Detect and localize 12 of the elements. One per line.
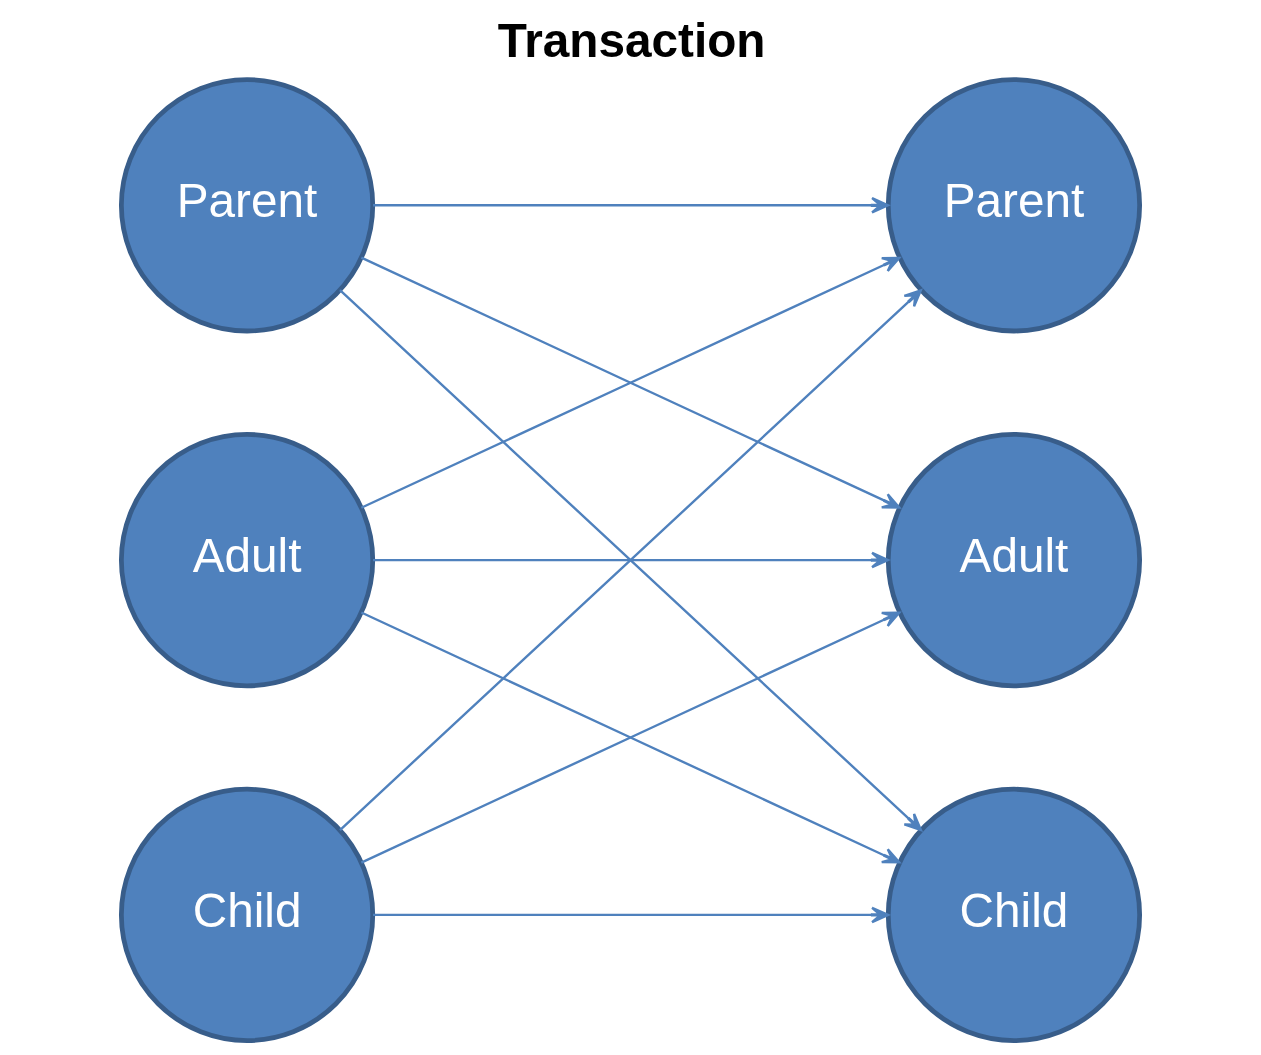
arrow xyxy=(360,256,901,509)
node-circle: Adult xyxy=(885,432,1143,689)
node-circle: Child xyxy=(118,786,376,1043)
node-circle: Adult xyxy=(118,432,376,689)
arrow xyxy=(373,906,890,924)
diagram-title: Transaction xyxy=(497,14,766,68)
arrow xyxy=(360,611,901,864)
arrow xyxy=(373,551,890,569)
node-circle: Parent xyxy=(885,77,1143,334)
arrow xyxy=(373,196,890,214)
node-circle: Child xyxy=(885,786,1143,1043)
node-circle: Parent xyxy=(118,77,376,334)
